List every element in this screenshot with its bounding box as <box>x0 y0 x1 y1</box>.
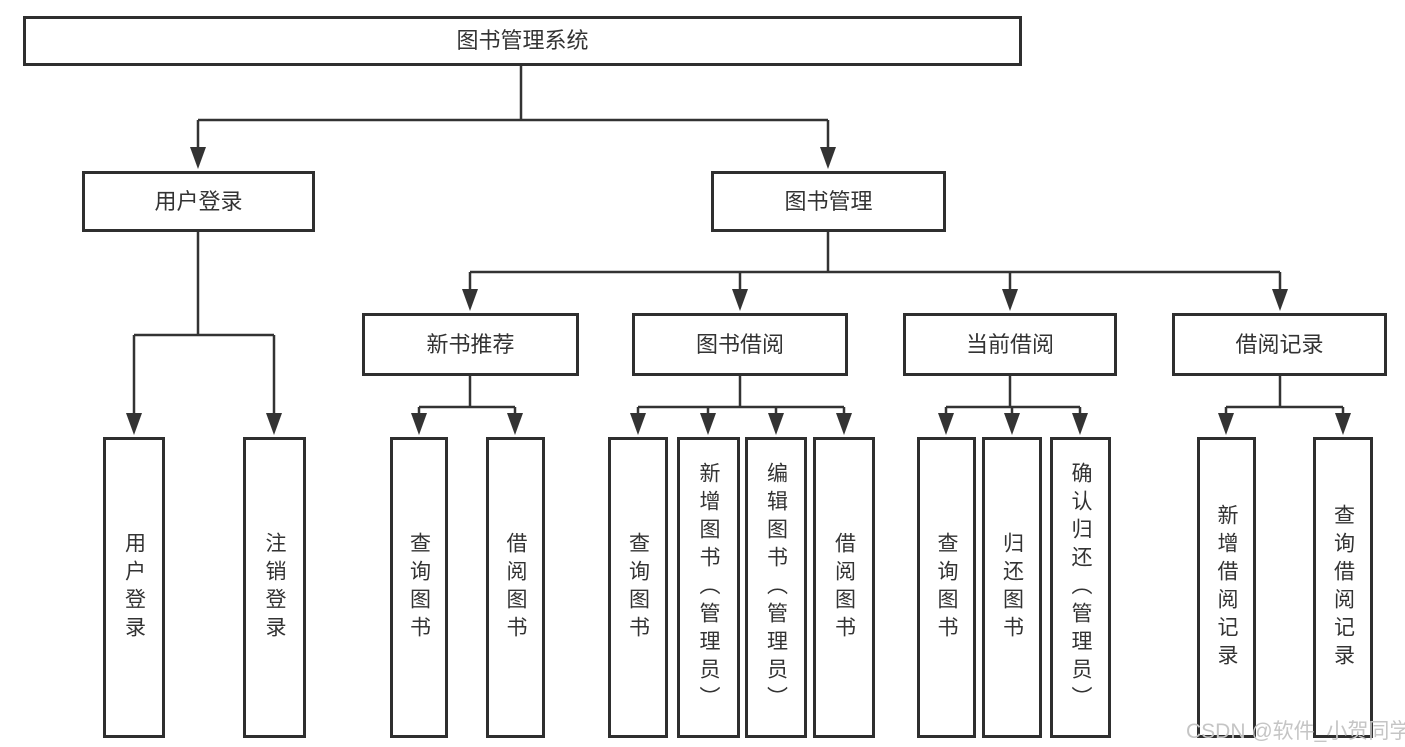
leaf-records-add-record: 新增借阅记录 <box>1197 437 1256 738</box>
connector-book-management-to-level3 <box>462 232 1288 311</box>
node-label: 用户登录 <box>154 188 243 214</box>
leaf-label: 借阅图书 <box>832 531 856 644</box>
leaf-borrow-add-books-admin: 新增图书（管理员） <box>677 437 740 738</box>
node-user-login: 用户登录 <box>82 171 315 232</box>
node-current-borrow: 当前借阅 <box>903 313 1117 376</box>
leaf-label: 编辑图书（管理员） <box>764 461 788 714</box>
node-label: 新书推荐 <box>426 331 515 357</box>
node-library-management-system: 图书管理系统 <box>23 16 1022 66</box>
arrowhead-book-borrow <box>732 289 748 311</box>
arrowhead-newbook-query <box>411 413 427 435</box>
node-new-book-recommend: 新书推荐 <box>362 313 579 376</box>
arrowhead-borrow-edit <box>768 413 784 435</box>
edge-borrow-records <box>1224 375 1345 416</box>
connector-current-borrow-to-leaves <box>938 375 1088 435</box>
arrowhead-current-confirm <box>1072 413 1088 435</box>
connector-root-to-level2 <box>190 65 836 169</box>
leaf-current-confirm-return-admin: 确认归还（管理员） <box>1050 437 1111 738</box>
edge-book-management <box>468 232 1282 292</box>
leaf-label: 新增图书（管理员） <box>697 461 720 714</box>
node-borrow-records: 借阅记录 <box>1172 313 1387 376</box>
leaf-label: 注销登录 <box>263 531 286 644</box>
node-book-management: 图书管理 <box>711 171 946 232</box>
arrowhead-leaf-logout <box>266 413 282 435</box>
node-label: 借阅记录 <box>1235 331 1324 357</box>
leaf-borrow-query-books: 查询图书 <box>608 437 668 738</box>
arrowhead-book-management <box>820 147 836 169</box>
node-label: 图书借阅 <box>695 331 784 357</box>
edge-current-borrow <box>944 375 1082 416</box>
edge-new-book-recommend <box>417 375 517 416</box>
connector-book-borrow-to-leaves <box>630 375 852 435</box>
leaf-current-return-books: 归还图书 <box>982 437 1042 738</box>
leaf-label: 查询图书 <box>626 531 650 644</box>
arrowhead-borrow-query <box>630 413 646 435</box>
leaf-newbook-borrow-books: 借阅图书 <box>486 437 545 738</box>
edge-root <box>196 65 830 150</box>
leaf-label: 归还图书 <box>1000 531 1024 644</box>
leaf-label: 查询借阅记录 <box>1331 503 1355 672</box>
node-book-borrow: 图书借阅 <box>632 313 848 376</box>
arrowhead-borrow-add <box>700 413 716 435</box>
leaf-label: 查询图书 <box>935 531 958 644</box>
leaf-user-login: 用户登录 <box>103 437 165 738</box>
leaf-label: 用户登录 <box>122 531 146 644</box>
arrowhead-records-query <box>1335 413 1351 435</box>
edge-user-login <box>132 232 276 416</box>
connector-new-book-recommend-to-leaves <box>411 375 523 435</box>
node-label: 图书管理 <box>784 188 873 214</box>
arrowhead-leaf-user-login <box>126 413 142 435</box>
leaf-label: 借阅图书 <box>504 531 527 644</box>
node-label: 当前借阅 <box>965 331 1054 357</box>
leaf-label: 新增借阅记录 <box>1215 503 1238 672</box>
arrowhead-current-return <box>1004 413 1020 435</box>
arrowhead-user-login <box>190 147 206 169</box>
edge-book-borrow <box>636 375 846 416</box>
leaf-current-query-books: 查询图书 <box>917 437 976 738</box>
leaf-label: 查询图书 <box>407 531 431 644</box>
connector-user-login-to-leaves <box>126 232 282 435</box>
leaf-borrow-edit-books-admin: 编辑图书（管理员） <box>745 437 807 738</box>
node-label: 图书管理系统 <box>456 28 589 53</box>
leaf-records-query-record: 查询借阅记录 <box>1313 437 1373 738</box>
leaf-logout: 注销登录 <box>243 437 306 738</box>
arrowhead-newbook-borrow <box>507 413 523 435</box>
arrowhead-new-book-recommend <box>462 289 478 311</box>
leaf-newbook-query-books: 查询图书 <box>390 437 448 738</box>
arrowhead-records-add <box>1218 413 1234 435</box>
connector-borrow-records-to-leaves <box>1218 375 1351 435</box>
arrowhead-current-query <box>938 413 954 435</box>
arrowhead-borrow-records <box>1272 289 1288 311</box>
leaf-label: 确认归还（管理员） <box>1069 461 1092 714</box>
arrowhead-borrow-borrow <box>836 413 852 435</box>
arrowhead-current-borrow <box>1002 289 1018 311</box>
csdn-watermark: CSDN @软件_小贺同学 <box>1186 720 1405 743</box>
leaf-borrow-borrow-books: 借阅图书 <box>813 437 875 738</box>
